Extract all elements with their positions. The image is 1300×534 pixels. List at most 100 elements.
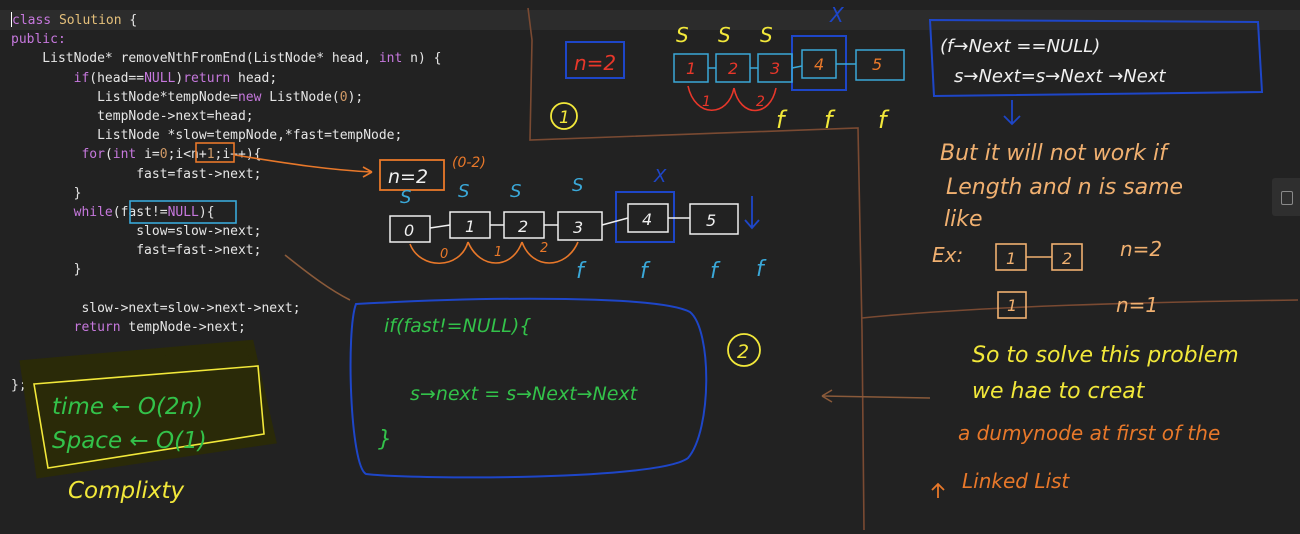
top-hop-2: 2 xyxy=(756,94,765,110)
mid-node-5 xyxy=(689,203,739,235)
top-f-2: f xyxy=(824,106,836,134)
range-note: (0-2) xyxy=(452,155,486,171)
step-2-outline xyxy=(349,297,708,479)
warning-line-3: like xyxy=(944,207,983,232)
complexity-block: time ← O(2n) Space ← O(1) Complixty xyxy=(19,339,277,504)
mid-s-3: S xyxy=(510,181,521,202)
solve-line-3: a dumynode at first of the xyxy=(958,421,1220,445)
mid-node-4-label: 4 xyxy=(642,210,652,229)
top-s-1: S xyxy=(676,23,689,47)
circle-1-label: 1 xyxy=(559,108,570,128)
ex-label: Ex: xyxy=(932,243,963,267)
copy-button[interactable] xyxy=(1272,178,1300,216)
ex-single-node xyxy=(997,291,1027,319)
space-note: Space ← O(1) xyxy=(52,428,207,454)
n-eq-mid: n=2 xyxy=(388,166,428,188)
code-line-14: } xyxy=(11,262,82,278)
code-line-9: fast=fast->next; xyxy=(11,166,262,182)
loop-bound-arrow xyxy=(234,154,373,173)
mid-f-4: f xyxy=(756,257,767,282)
code-line-4: if(head==NULL)return head; xyxy=(73,70,278,86)
top-s-3: S xyxy=(760,23,773,47)
code-line-3: ListNode* removeNthFromEnd(ListNode* hea… xyxy=(11,51,442,67)
code-line-12: slow=slow->next; xyxy=(11,224,262,240)
mid-node-0-label: 0 xyxy=(404,221,414,240)
mid-target-box xyxy=(615,191,675,243)
box2-line2: s→next = s→Next→Next xyxy=(410,383,639,405)
mid-cross: X xyxy=(653,166,667,187)
code-line-5: ListNode*tempNode=new ListNode(0); xyxy=(11,89,364,105)
mid-node-3-label: 3 xyxy=(573,218,583,237)
mid-f-2: f xyxy=(640,259,651,284)
code-line-17: return tempNode->next; xyxy=(73,320,246,335)
keyword-class: class xyxy=(12,13,52,28)
mid-f-3: f xyxy=(710,259,721,284)
class-name: Solution xyxy=(58,13,122,28)
warning-line-1: But it will not work if xyxy=(940,141,1170,166)
code-line-16: slow->next=slow->next->next; xyxy=(11,300,301,316)
circle-2-label: 2 xyxy=(737,341,749,363)
complexity-highlight xyxy=(19,339,277,479)
top-hop-1: 1 xyxy=(702,94,711,110)
top-node-2-label: 2 xyxy=(728,59,738,78)
condition-box xyxy=(928,18,1264,98)
complexity-box xyxy=(33,365,265,469)
down-arrow xyxy=(1003,100,1021,126)
top-hop-arcs xyxy=(687,85,777,112)
mid-s-4: S xyxy=(572,175,583,196)
ex-node-2-label: 2 xyxy=(1062,249,1072,268)
mid-node-0 xyxy=(389,215,431,243)
time-note: time ← O(2n) xyxy=(52,394,203,420)
code-line-2: public: xyxy=(11,32,66,48)
top-node-5-label: 5 xyxy=(872,55,882,74)
code-line-10: } xyxy=(11,185,82,201)
top-f-3: f xyxy=(878,106,890,134)
top-f-1: f xyxy=(776,106,788,134)
code-line-6: tempNode->next=head; xyxy=(11,108,254,124)
box2-line3: } xyxy=(378,427,392,452)
middle-diagram: n=2 (0-2) S S S S X 0 1 2 3 4 5 xyxy=(379,155,767,284)
top-node-3-label: 3 xyxy=(770,59,780,78)
current-line-highlight xyxy=(0,10,1300,30)
loop-bound-highlight xyxy=(195,142,235,163)
mid-down-arrow xyxy=(744,196,760,230)
top-diagram: n=2 1 S S S X 1 2 3 4 5 1 2 f xyxy=(550,3,905,134)
right-notes: (f→Next ==NULL) s→Next=s→Next →Next But … xyxy=(928,18,1264,498)
code-line-7: ListNode *slow=tempNode,*fast=tempNode; xyxy=(11,128,403,144)
region-dividers xyxy=(284,7,1299,531)
mid-hop-0: 0 xyxy=(440,247,448,262)
copy-icon xyxy=(1281,191,1293,205)
mid-s-2: S xyxy=(458,181,469,202)
mid-s-1: S xyxy=(400,187,411,208)
circle-1 xyxy=(550,102,578,130)
top-node-5 xyxy=(855,49,905,81)
step-2-box: if(fast!=NULL){ s→next = s→Next→Next } 2 xyxy=(349,297,761,479)
mid-hop-arcs xyxy=(409,241,579,265)
top-node-1-label: 1 xyxy=(686,59,696,78)
ex-n2: n=2 xyxy=(1120,237,1162,261)
mid-hop-1: 1 xyxy=(494,245,502,260)
box2-line1: if(fast!=NULL){ xyxy=(384,315,531,337)
circle-2 xyxy=(727,333,761,367)
top-node-4-label: 4 xyxy=(814,55,824,74)
code-line-1: class Solution { xyxy=(11,12,138,28)
solve-line-2: we hae to creat xyxy=(972,379,1146,404)
solve-line-1: So to solve this problem xyxy=(972,343,1239,368)
top-s-2: S xyxy=(718,23,731,47)
cond-line2: s→Next=s→Next →Next xyxy=(954,66,1166,87)
code-line-13: fast=fast->next; xyxy=(11,243,262,259)
n-eq-mid-box xyxy=(379,159,445,191)
ex-single-node-label: 1 xyxy=(1007,296,1017,315)
mid-node-1-label: 1 xyxy=(465,217,475,236)
ex-node-1-label: 1 xyxy=(1006,249,1016,268)
text-cursor xyxy=(11,12,12,27)
mid-node-3 xyxy=(557,211,603,241)
n-eq-top: n=2 xyxy=(574,51,616,75)
n-eq-box xyxy=(565,41,625,79)
ex-n1: n=1 xyxy=(1116,293,1158,317)
mid-f-1: f xyxy=(576,259,587,284)
code-editor[interactable]: class Solution { public: ListNode* remove… xyxy=(11,11,441,395)
cond-line1: (f→Next ==NULL) xyxy=(940,36,1100,57)
